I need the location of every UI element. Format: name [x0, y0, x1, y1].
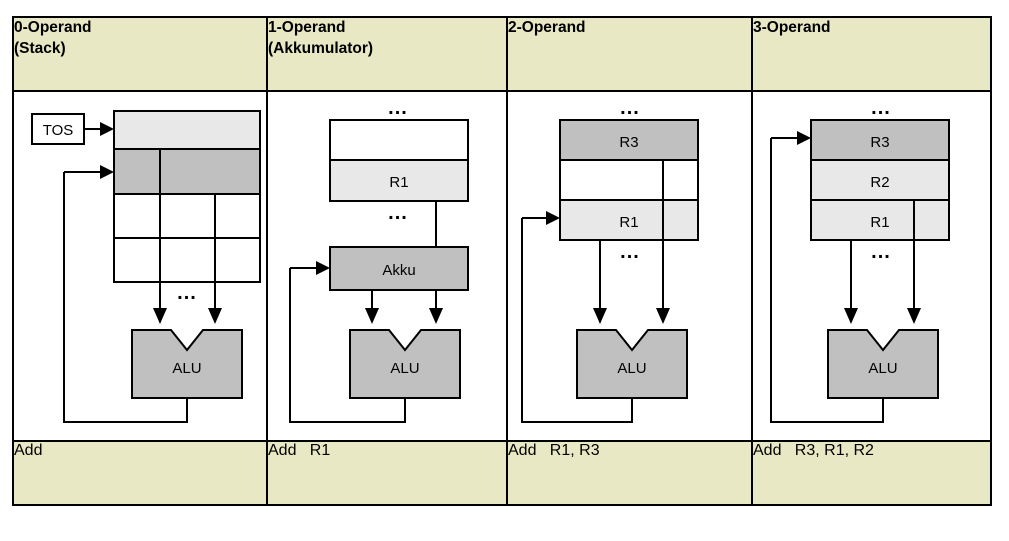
operand-bus-right-arrow [208, 308, 222, 324]
register-cell-r1-fill [811, 200, 949, 240]
diagram-cell-0-operand: TOS [12, 90, 268, 442]
alu-feedback-path [289, 268, 406, 423]
stack-cell-2-fill [114, 194, 260, 238]
accumulator-label: Akku [382, 262, 415, 279]
diagram-cell-2-operand: ... R3 R1 ... [506, 90, 753, 442]
instruction-cell-3-operand: Add R3, R1, R2 [751, 440, 992, 506]
register-cell-r1-label: R1 [870, 214, 889, 231]
operand-bus-right-arrow [907, 308, 921, 324]
register-cell-r3-fill [811, 120, 949, 160]
register-cell-r3-fill [560, 120, 698, 160]
alu-shape [827, 329, 939, 399]
stack-cell-0-fill [114, 111, 260, 149]
register-file-bottom-ellipsis: ... [871, 241, 891, 263]
operand-bus-left-arrow [844, 308, 858, 324]
register-cell-r3-label: R3 [619, 134, 638, 151]
register-file-outline [810, 119, 950, 241]
register-cell-r1-label: R1 [619, 214, 638, 231]
table-diagram-row: TOS [12, 90, 992, 442]
diagram-cell-3-operand: ... R3 R2 R1 [751, 90, 992, 442]
register-cell-r3-label: R3 [870, 134, 889, 151]
header-cell-2-operand: 2-Operand [506, 16, 753, 92]
header-line-1: 3-Operand [753, 19, 831, 36]
two-operand-register-diagram: ... R3 R1 ... [508, 92, 751, 440]
diagram-cell-1-operand: ... R1 ... [266, 90, 508, 442]
register-file-top-ellipsis: ... [871, 97, 891, 119]
register-cell-r1-fill [560, 200, 698, 240]
header-line-1: 2-Operand [508, 19, 586, 36]
alu-label: ALU [390, 360, 419, 377]
stack-cell-3-fill [114, 238, 260, 282]
operand-bus-left-arrow [365, 308, 379, 324]
alu-feedback-path [63, 172, 188, 423]
header-line-2: (Akkumulator) [268, 39, 374, 57]
tos-box [31, 113, 85, 145]
register-cell-r2-label: R2 [870, 174, 889, 191]
tos-label: TOS [43, 122, 74, 139]
writeback-arrow-head [797, 131, 811, 145]
header-cell-0-operand: 0-Operand (Stack) [12, 16, 268, 92]
operand-bus-right-arrow [656, 308, 670, 324]
register-file-top-ellipsis: ... [620, 97, 640, 119]
operand-bus-left-arrow [153, 308, 167, 324]
register-file-bottom-ellipsis: ... [620, 241, 640, 263]
register-file-top-ellipsis: ... [388, 97, 408, 119]
alu-label: ALU [868, 360, 897, 377]
register-cell-r1-fill [330, 160, 468, 201]
operand-bus-right-arrow [429, 308, 443, 324]
writeback-arrow-head [100, 165, 114, 179]
register-file-outline [329, 119, 469, 202]
header-line-2: (Stack) [14, 39, 66, 57]
register-cell-r2-fill [811, 160, 949, 200]
accumulator-box [329, 246, 469, 291]
tos-arrow-head [100, 122, 114, 136]
register-cell-blank-fill [330, 120, 468, 160]
register-file-outline [559, 119, 699, 241]
alu-feedback-path [521, 218, 633, 423]
table-instruction-row: Add Add R1 Add R1, R3 Add R3, R1, R2 [12, 440, 992, 506]
accumulator-diagram: ... R1 ... [268, 92, 506, 440]
alu-shape [349, 329, 461, 399]
register-file-bottom-ellipsis: ... [388, 202, 408, 224]
alu-shape [131, 329, 243, 399]
instruction-cell-0-operand: Add [12, 440, 268, 506]
header-cell-1-operand: 1-Operand (Akkumulator) [266, 16, 508, 92]
alu-label: ALU [617, 360, 646, 377]
instruction-cell-1-operand: Add R1 [266, 440, 508, 506]
writeback-arrow-head [546, 211, 560, 225]
alu-label: ALU [172, 360, 201, 377]
register-cell-r1-label: R1 [389, 174, 408, 191]
register-cell-blank-fill [560, 160, 698, 200]
instruction-cell-2-operand: Add R1, R3 [506, 440, 753, 506]
stack-diagram: TOS [14, 92, 266, 440]
alu-shape [576, 329, 688, 399]
stack-outline [113, 110, 261, 283]
three-operand-register-diagram: ... R3 R2 R1 [753, 92, 990, 440]
header-cell-3-operand: 3-Operand [751, 16, 992, 92]
header-line-1: 0-Operand [14, 19, 92, 36]
alu-feedback-path [770, 138, 884, 423]
table-header-row: 0-Operand (Stack) 1-Operand (Akkumulator… [12, 16, 992, 92]
header-line-1: 1-Operand [268, 19, 346, 36]
stack-ellipsis: ... [177, 282, 197, 304]
writeback-arrow-head [316, 261, 330, 275]
stack-cell-1-fill [114, 149, 260, 194]
operand-comparison-table: 0-Operand (Stack) 1-Operand (Akkumulator… [12, 16, 992, 506]
operand-bus-left-arrow [593, 308, 607, 324]
